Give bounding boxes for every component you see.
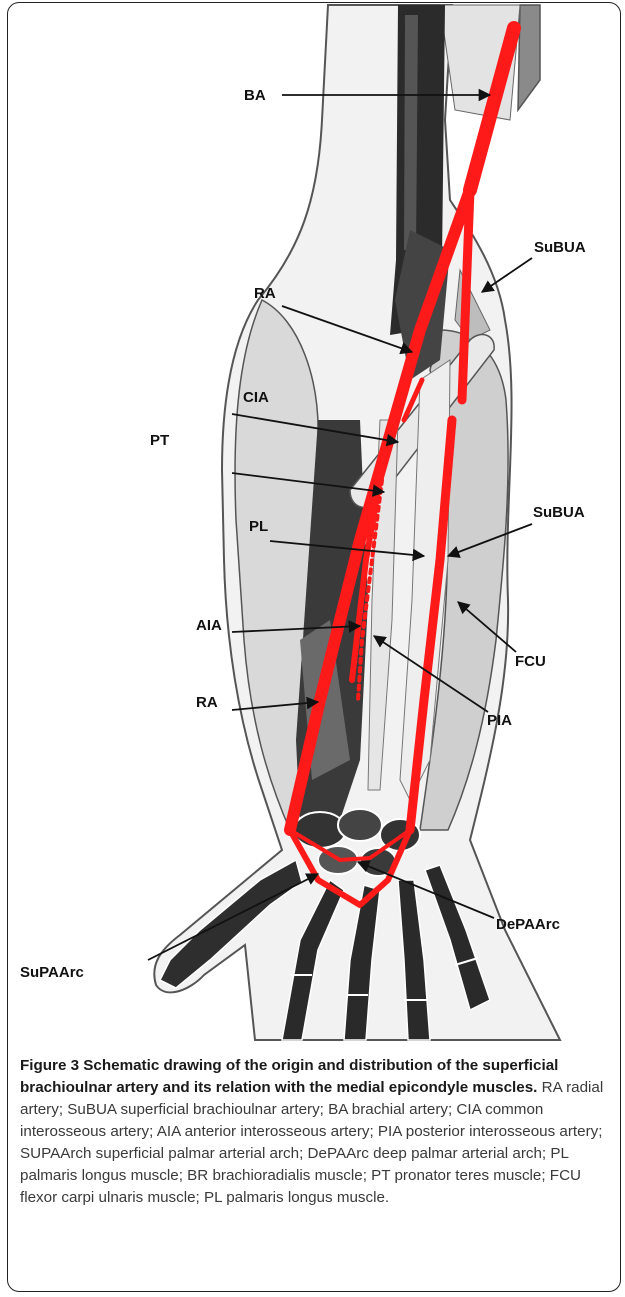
label-ra-top: RA: [254, 285, 276, 302]
label-ba: BA: [244, 87, 266, 104]
anatomy-diagram: BA SuBUA RA CIA PT PL SuBUA AIA FCU RA P…: [0, 0, 625, 1045]
label-subua-top: SuBUA: [534, 239, 586, 256]
label-depaarc: DePAArc: [496, 916, 560, 933]
label-subua-mid: SuBUA: [533, 504, 585, 521]
label-cia: CIA: [243, 389, 269, 406]
label-ra-bottom: RA: [196, 694, 218, 711]
label-supaarc: SuPAArc: [20, 964, 84, 981]
label-aia: AIA: [196, 617, 222, 634]
label-fcu: FCU: [515, 653, 546, 670]
label-pl: PL: [249, 518, 268, 535]
label-pia: PIA: [487, 712, 512, 729]
label-pt: PT: [150, 432, 169, 449]
label-subua-top-group: SuBUA: [482, 239, 586, 292]
caption-title: Figure 3 Schematic drawing of the origin…: [20, 1057, 558, 1096]
caption-body: RA radial artery; SuBUA superficial brac…: [20, 1079, 603, 1206]
figure-caption: Figure 3 Schematic drawing of the origin…: [20, 1055, 616, 1209]
